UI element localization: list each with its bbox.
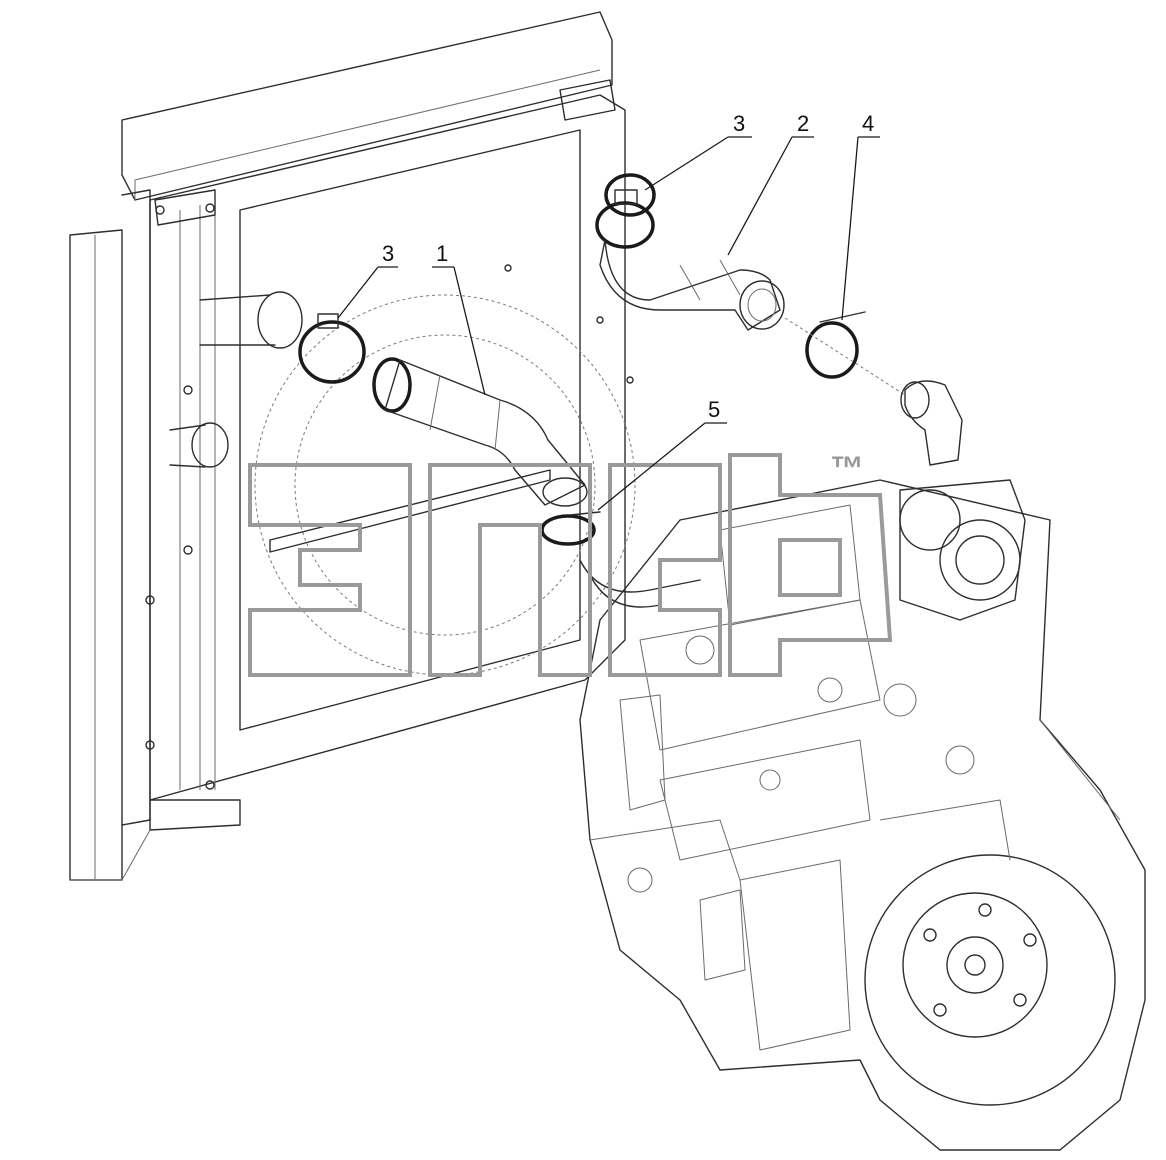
callout-2: 2 <box>797 111 809 136</box>
callout-1: 1 <box>436 241 448 266</box>
hose-1 <box>372 357 588 507</box>
watermark-logo: ™ <box>248 450 893 677</box>
callout-3-upper: 3 <box>733 111 745 136</box>
hose-2 <box>599 239 785 331</box>
callout-4: 4 <box>862 111 874 136</box>
callout-3-left: 3 <box>382 241 394 266</box>
radiator-assembly <box>69 11 636 881</box>
clamp-4 <box>784 311 906 396</box>
leader-lines <box>337 136 880 511</box>
clamp-3-upper <box>595 173 656 249</box>
trademark-symbol: ™ <box>830 450 864 488</box>
engine-block <box>579 380 1146 1151</box>
callout-5: 5 <box>708 397 720 422</box>
clamp-3-left <box>298 313 366 384</box>
